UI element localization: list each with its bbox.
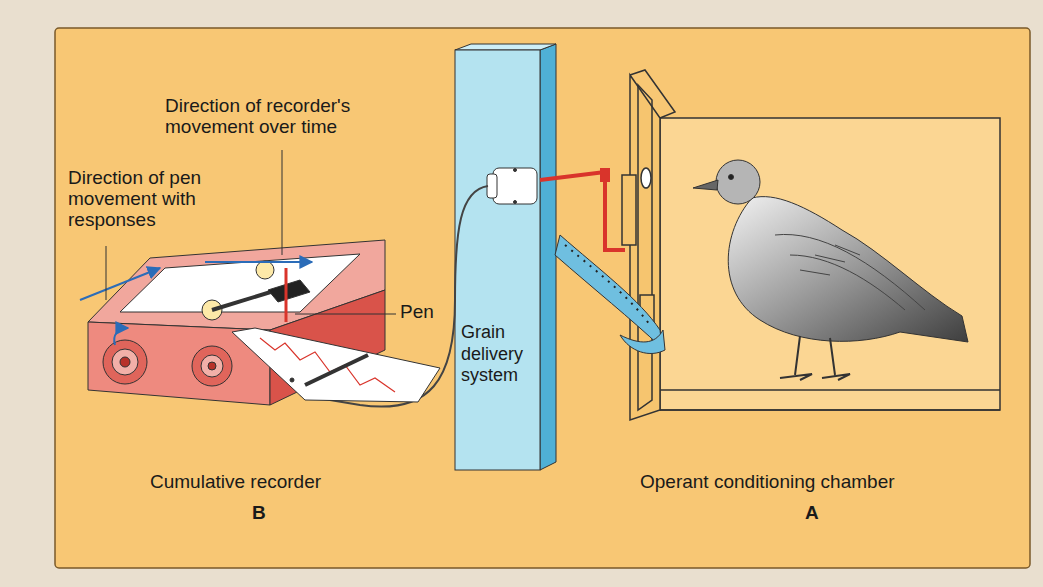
cumulative-recorder <box>88 240 440 405</box>
part-label: Pen <box>400 302 434 323</box>
caption-label: Cumulative recorder <box>150 472 321 493</box>
direction-arrows <box>80 262 312 345</box>
operant-chamber <box>622 70 1000 420</box>
panel-letter: B <box>252 503 266 524</box>
panel-letter: A <box>805 503 819 524</box>
feeder <box>540 168 665 354</box>
grain-box <box>455 44 556 470</box>
pigeon <box>693 160 968 380</box>
panel <box>55 28 1030 568</box>
box-label: Grain delivery system <box>461 322 534 387</box>
direction-label: Direction of pen movement with responses <box>68 168 208 231</box>
grain-delivery-box: Grain delivery system <box>455 50 540 470</box>
direction-label: Direction of recorder's movement over ti… <box>165 96 405 138</box>
caption-label: Operant conditioning chamber <box>640 472 895 493</box>
